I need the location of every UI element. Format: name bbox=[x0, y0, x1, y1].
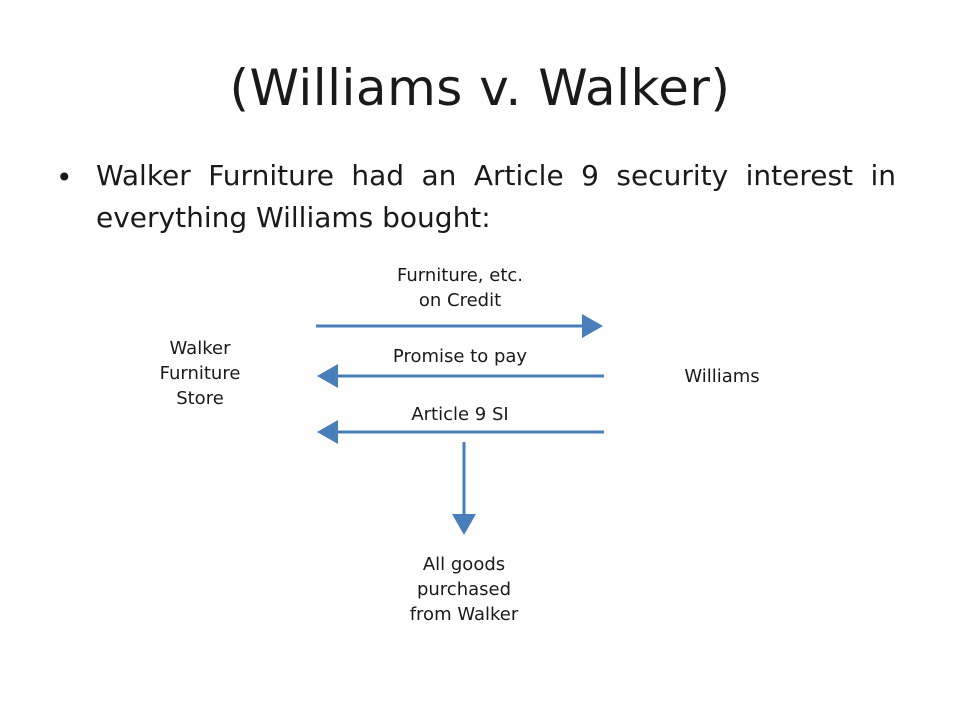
collateral-label-line-2: purchased bbox=[416, 579, 512, 600]
bullet-dot-icon: • bbox=[56, 161, 73, 194]
collateral-label-line-3: from Walker bbox=[409, 604, 519, 625]
bullet-text: Walker Furniture had an Article 9 securi… bbox=[96, 159, 896, 234]
promise-label: Promise to pay bbox=[392, 346, 528, 367]
collateral-label-line-1: All goods bbox=[422, 554, 506, 575]
williams-label: Williams bbox=[684, 366, 760, 387]
credit-label-line-2: on Credit bbox=[418, 290, 502, 311]
walker-label-line-3: Store bbox=[176, 388, 224, 409]
walker-store-label: Walker Furniture Store bbox=[140, 336, 260, 411]
walker-label-line-2: Furniture bbox=[159, 363, 241, 384]
security-interest-label: Article 9 SI bbox=[411, 404, 509, 425]
slide-title: (Williams v. Walker) bbox=[229, 59, 731, 117]
walker-label-line-1: Walker bbox=[169, 338, 231, 359]
credit-label: Furniture, etc. on Credit bbox=[360, 263, 560, 313]
credit-label-line-1: Furniture, etc. bbox=[396, 265, 523, 286]
collateral-label: All goods purchased from Walker bbox=[364, 552, 564, 627]
